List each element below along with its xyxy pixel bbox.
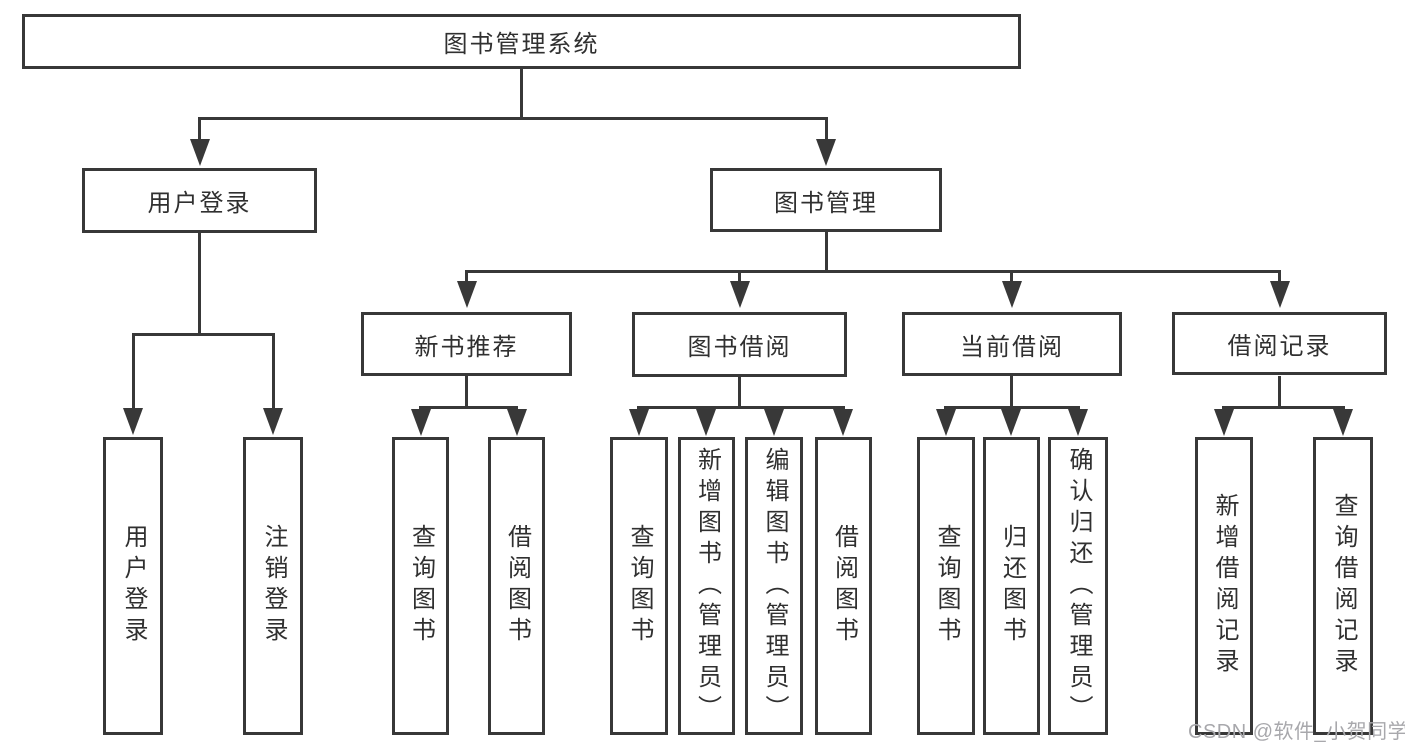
leaf-add-books-admin-label: 新增图书（管理员）: [693, 446, 721, 726]
node-root: 图书管理系统: [22, 14, 1021, 69]
arrowhead-down-icon: [1333, 409, 1353, 436]
leaf-query-borrow-record-label: 查询借阅记录: [1330, 493, 1357, 679]
node-book-management: 图书管理: [710, 168, 942, 232]
arrowhead-down-icon: [457, 281, 477, 308]
connector-book-borrow-stem: [738, 377, 741, 408]
arrowhead-down-icon: [833, 409, 853, 436]
arrowhead-down-icon: [411, 409, 431, 436]
leaf-edit-books-admin-label: 编辑图书（管理员）: [761, 446, 788, 726]
connector-line: [272, 333, 275, 409]
arrowhead-down-icon: [696, 409, 716, 436]
arrowhead-down-icon: [1002, 281, 1022, 308]
leaf-borrow-books-recommend: 借阅图书: [488, 437, 545, 735]
leaf-query-borrow-record: 查询借阅记录: [1313, 437, 1373, 735]
node-user-login: 用户登录: [82, 168, 317, 233]
node-book-borrow: 图书借阅: [632, 312, 847, 377]
leaf-borrow-books-label: 借阅图书: [830, 524, 858, 648]
connector-line: [198, 117, 201, 142]
node-borrow-record-label: 借阅记录: [1227, 333, 1332, 360]
arrowhead-down-icon: [764, 409, 784, 436]
connector-root-stem: [520, 69, 523, 118]
arrowhead-down-icon: [629, 409, 649, 436]
arrowhead-down-icon: [1001, 409, 1021, 436]
csdn-watermark: CSDN @软件_小贺同学: [1188, 721, 1405, 743]
leaf-user-login-label: 用户登录: [120, 524, 147, 648]
arrowhead-down-icon: [507, 409, 527, 436]
leaf-return-books-label: 归还图书: [998, 524, 1026, 648]
leaf-confirm-return-admin: 确认归还（管理员）: [1048, 437, 1108, 735]
connector-root-rail: [198, 117, 828, 120]
node-book-management-label: 图书管理: [774, 189, 878, 217]
connector-line: [825, 117, 828, 142]
connector-current-borrow-stem: [1010, 376, 1013, 408]
leaf-edit-books-admin: 编辑图书（管理员）: [745, 437, 803, 735]
connector-new-book-stem: [465, 376, 468, 408]
leaf-return-books: 归还图书: [983, 437, 1040, 735]
leaf-confirm-return-admin-label: 确认归还（管理员）: [1065, 446, 1092, 726]
leaf-add-borrow-record-label: 新增借阅记录: [1211, 493, 1238, 679]
leaf-add-borrow-record: 新增借阅记录: [1195, 437, 1253, 735]
arrowhead-down-icon: [1068, 409, 1088, 436]
connector-new-book-rail: [419, 406, 518, 409]
node-user-login-label: 用户登录: [147, 190, 252, 217]
leaf-query-books-recommend: 查询图书: [392, 437, 449, 735]
node-current-borrow: 当前借阅: [902, 312, 1122, 376]
leaf-query-books-current-label: 查询图书: [933, 524, 960, 648]
connector-line: [1278, 270, 1281, 283]
leaf-query-books-borrow-label: 查询图书: [626, 524, 653, 648]
arrowhead-down-icon: [190, 139, 210, 166]
connector-book-borrow-rail: [637, 406, 845, 409]
leaf-borrow-books-recommend-label: 借阅图书: [503, 524, 531, 648]
leaf-borrow-books: 借阅图书: [815, 437, 872, 735]
arrowhead-down-icon: [1270, 281, 1290, 308]
node-root-label: 图书管理系统: [443, 31, 600, 58]
connector-borrow-record-rail: [1222, 406, 1345, 409]
leaf-logout-label: 注销登录: [260, 524, 287, 648]
connector-book-management-rail: [465, 270, 1281, 273]
node-new-book-recommend-label: 新书推荐: [414, 333, 519, 361]
leaf-query-books-borrow: 查询图书: [610, 437, 668, 735]
leaf-query-books-recommend-label: 查询图书: [407, 524, 435, 648]
node-borrow-record: 借阅记录: [1172, 312, 1387, 375]
arrowhead-down-icon: [1214, 409, 1234, 436]
arrowhead-down-icon: [936, 409, 956, 436]
node-book-borrow-label: 图书借阅: [687, 334, 792, 361]
connector-user-login-rail: [132, 333, 275, 336]
leaf-query-books-current: 查询图书: [917, 437, 975, 735]
leaf-add-books-admin: 新增图书（管理员）: [678, 437, 735, 735]
connector-line: [1010, 270, 1013, 283]
arrowhead-down-icon: [816, 139, 836, 166]
connector-borrow-record-stem: [1278, 376, 1281, 408]
arrowhead-down-icon: [263, 408, 283, 435]
node-current-borrow-label: 当前借阅: [960, 333, 1064, 361]
connector-line: [738, 270, 741, 283]
leaf-logout: 注销登录: [243, 437, 303, 735]
connector-book-management-stem: [825, 232, 828, 273]
node-new-book-recommend: 新书推荐: [361, 312, 572, 376]
arrowhead-down-icon: [123, 408, 143, 435]
leaf-user-login: 用户登录: [103, 437, 163, 735]
arrowhead-down-icon: [730, 281, 750, 308]
connector-user-login-stem: [198, 233, 201, 336]
connector-line: [132, 333, 135, 409]
connector-line: [465, 270, 468, 283]
